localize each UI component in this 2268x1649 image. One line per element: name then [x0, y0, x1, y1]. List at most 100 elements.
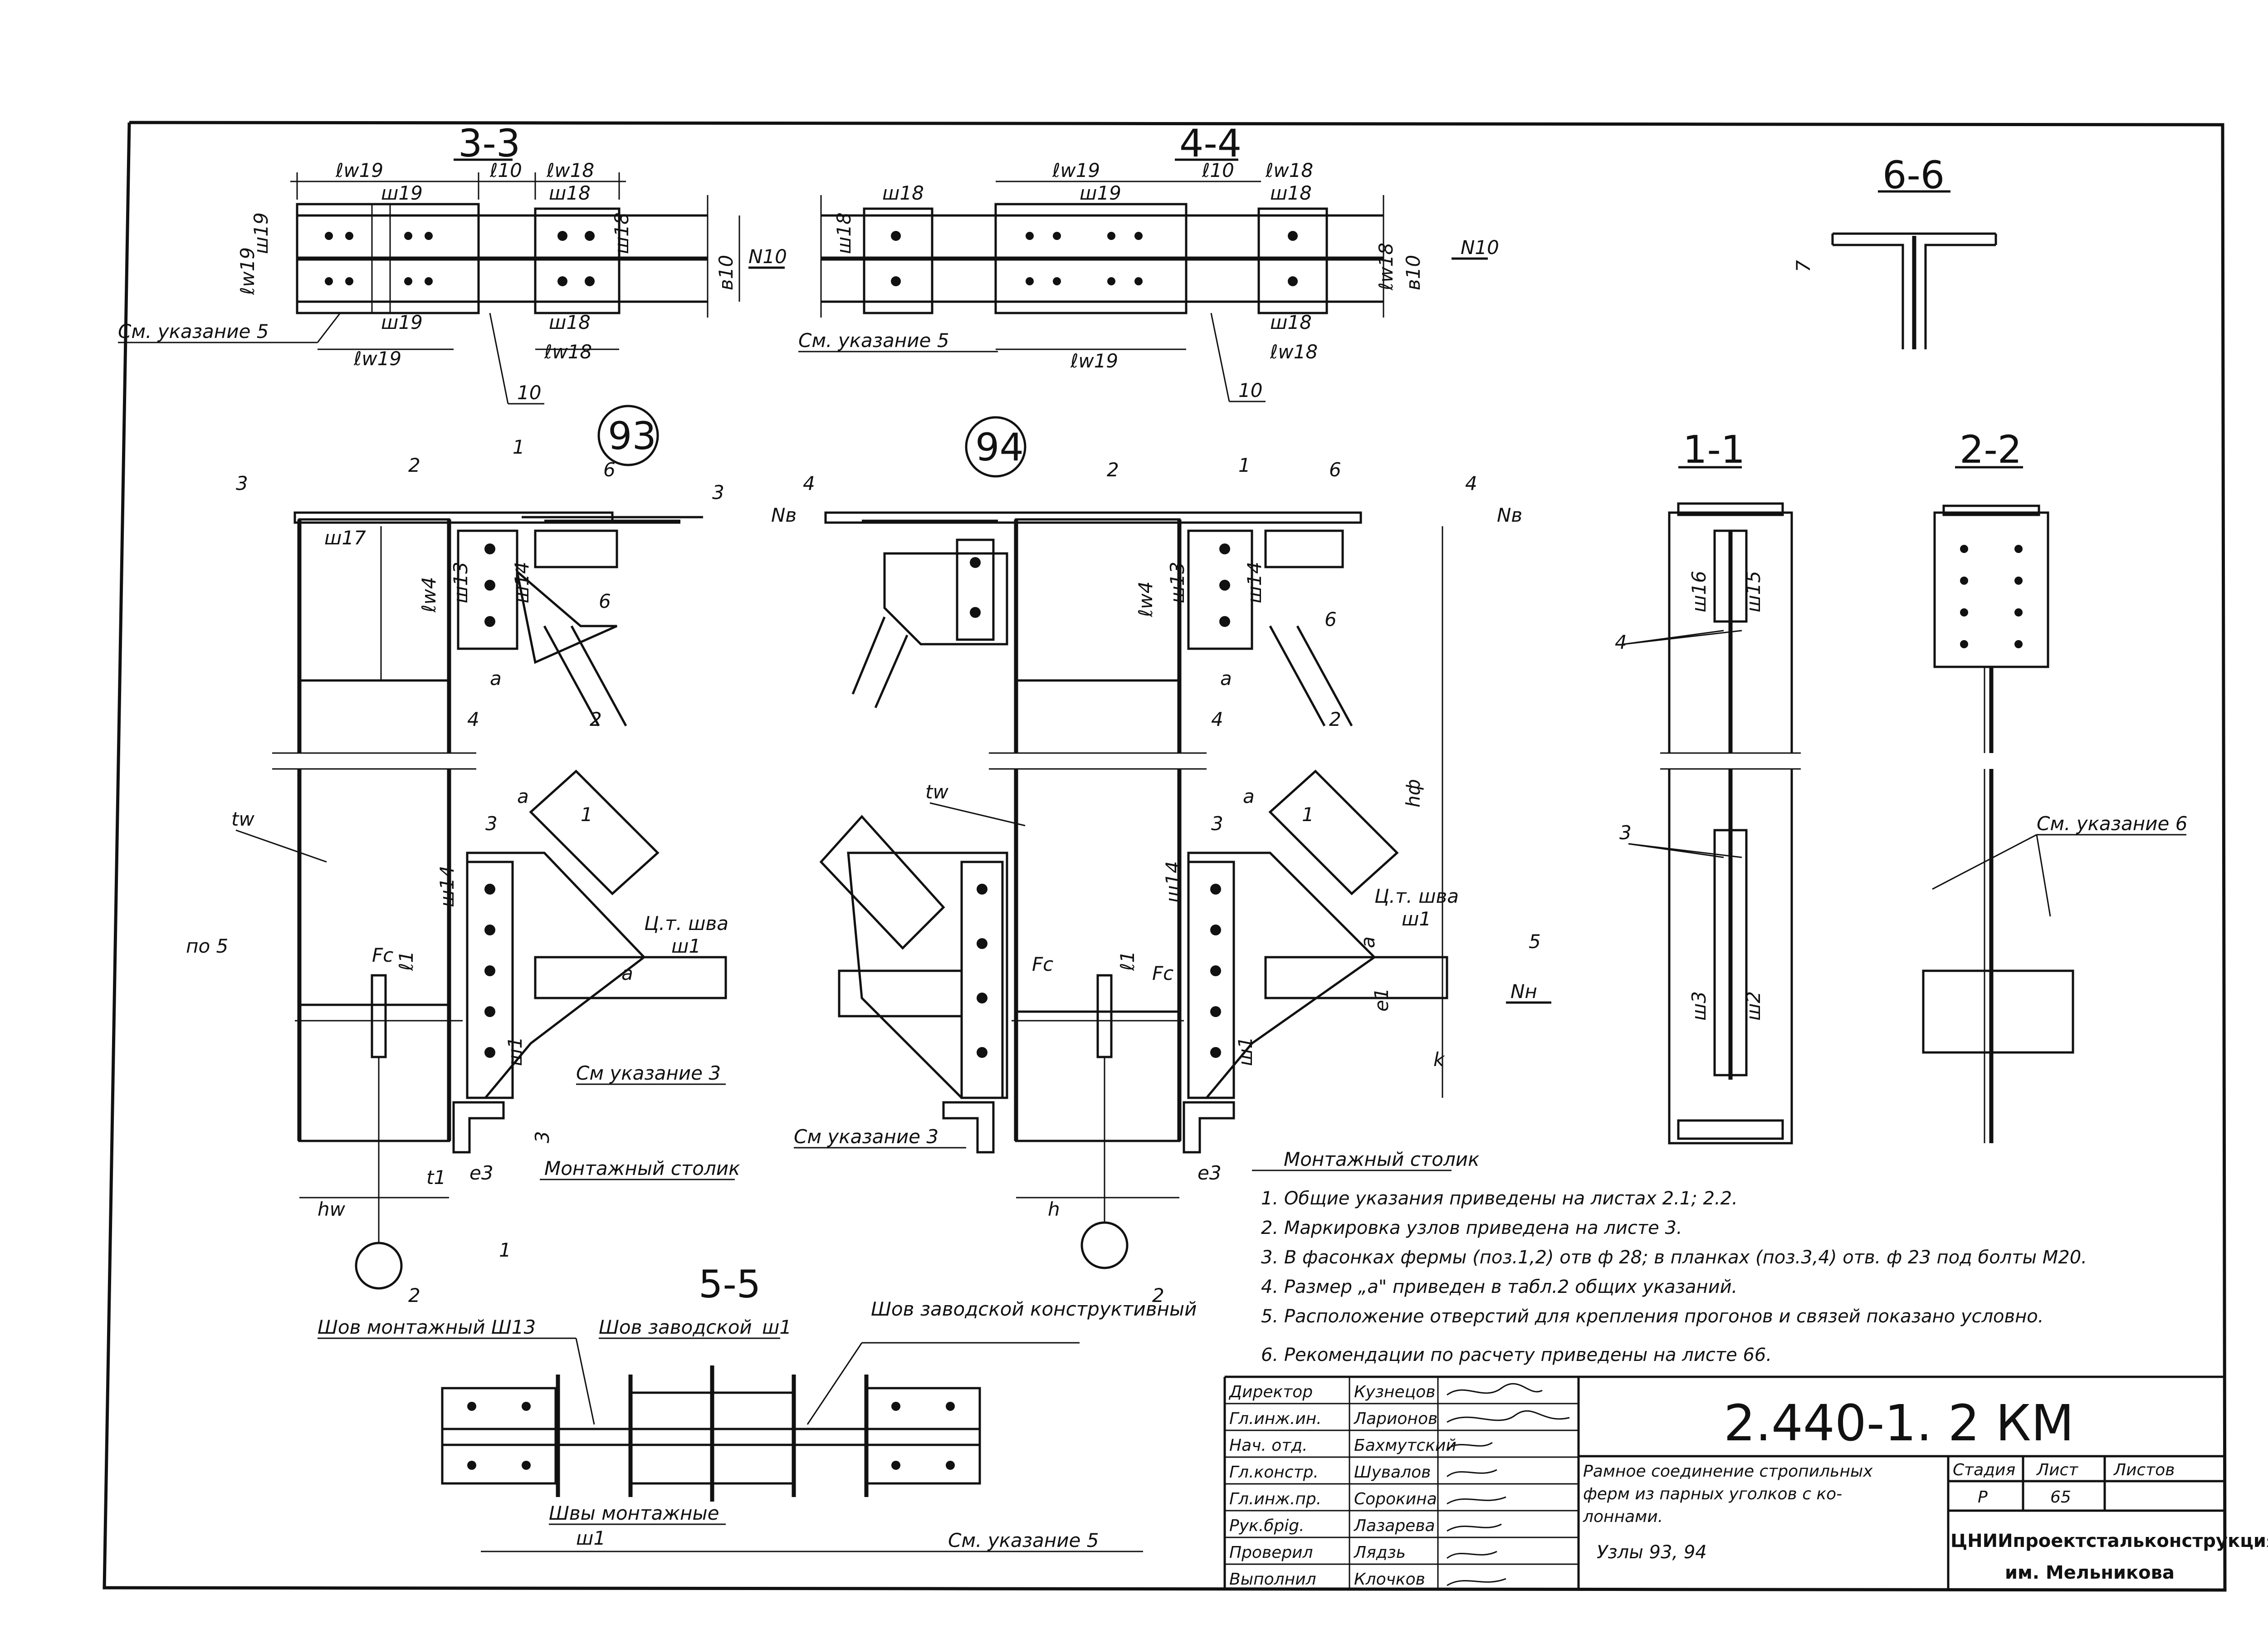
node-94: 94	[771, 416, 1551, 1306]
svg-text:в10: в10	[1402, 255, 1424, 290]
svg-text:ш15: ш15	[1742, 571, 1765, 612]
svg-text:Бахмутский: Бахмутский	[1354, 1436, 1457, 1455]
section-3-3-title: 3-3	[458, 121, 520, 166]
svg-text:Выполнил: Выполнил	[1229, 1570, 1316, 1589]
svg-text:ℓw18: ℓw18	[546, 159, 594, 181]
drawing-title-line-2: ферм из парных уголков с ко-	[1583, 1485, 1842, 1503]
organization-name: ЦНИИпроектстальконструкция	[1950, 1531, 2268, 1551]
organization-name-2: им. Мельникова	[2005, 1562, 2175, 1583]
svg-text:ℓw19: ℓw19	[353, 347, 401, 370]
svg-text:t1: t1	[426, 1166, 446, 1189]
svg-text:4: 4	[1465, 472, 1477, 494]
drawing-code: 2.440-1. 2 КМ	[1724, 1394, 2074, 1452]
section-5-5: 5-5 Шов монтажный Ш13 Шов заводской ш1 Ш…	[318, 1262, 1197, 1552]
svg-text:Проверил: Проверил	[1229, 1543, 1313, 1562]
svg-text:N10: N10	[1461, 236, 1499, 259]
svg-text:a: a	[517, 785, 529, 807]
svg-text:Лядзь: Лядзь	[1353, 1543, 1406, 1562]
svg-text:ш18: ш18	[882, 182, 924, 204]
svg-text:Лист: Лист	[2036, 1461, 2078, 1479]
svg-text:3: 3	[236, 472, 248, 494]
svg-text:См. указание 5: См. указание 5	[118, 320, 269, 343]
svg-text:2: 2	[1107, 459, 1119, 481]
svg-text:ℓw19: ℓw19	[335, 159, 383, 181]
svg-text:hw: hw	[318, 1198, 346, 1220]
svg-text:ш1: ш1	[762, 1316, 792, 1338]
svg-text:Nв: Nв	[1497, 504, 1522, 526]
svg-text:3: 3	[712, 481, 724, 504]
drawing-title-line-3: лоннами.	[1583, 1507, 1663, 1526]
general-notes: 1. Общие указания приведены на листах 2.…	[1261, 1188, 2087, 1365]
svg-text:7: 7	[1792, 260, 1814, 272]
svg-text:ш18: ш18	[549, 311, 591, 333]
svg-text:k: k	[1433, 1048, 1445, 1071]
svg-text:tw: tw	[231, 808, 254, 830]
svg-text:ш16: ш16	[1688, 571, 1710, 612]
svg-text:ш19: ш19	[381, 182, 423, 204]
svg-text:ℓw18: ℓw18	[1265, 159, 1313, 181]
section-5-5-title: 5-5	[699, 1262, 761, 1306]
svg-text:Fc: Fc	[1152, 962, 1173, 984]
svg-text:2: 2	[1152, 1284, 1164, 1306]
svg-text:ℓ10: ℓ10	[1202, 159, 1234, 181]
svg-text:6: 6	[603, 459, 616, 481]
section-4-4: 4-4 ℓw19 ℓ10 ℓw18 ш18 ш19 ш18 ш18 ℓw19 ℓ…	[798, 121, 1499, 402]
svg-text:2: 2	[408, 454, 420, 476]
section-3-3: 3-3 ℓw19 ℓ10 ℓw18 ш19 ш18 ш19 ш18 ℓw19 ℓ…	[118, 121, 787, 405]
section-4-4-title: 4-4	[1179, 121, 1242, 166]
stage-value: Р	[1978, 1488, 1988, 1507]
svg-text:Нач. отд.: Нач. отд.	[1229, 1436, 1308, 1455]
svg-text:ш19: ш19	[1080, 182, 1121, 204]
svg-text:hф: hф	[1402, 779, 1424, 807]
svg-text:4: 4	[1211, 708, 1223, 730]
svg-text:3: 3	[485, 812, 498, 835]
svg-text:Рук.брig.: Рук.брig.	[1229, 1517, 1305, 1535]
svg-text:6: 6	[1329, 459, 1341, 481]
svg-text:Шувалов: Шувалов	[1354, 1463, 1431, 1482]
svg-text:1: 1	[513, 436, 525, 458]
note-6: 6. Рекомендации по расчету приведены на …	[1261, 1345, 1772, 1365]
svg-text:4: 4	[1615, 631, 1627, 653]
svg-text:ш1: ш1	[671, 935, 701, 957]
svg-text:a: a	[1220, 667, 1232, 690]
svg-text:2: 2	[1329, 708, 1341, 730]
svg-text:ш19: ш19	[381, 311, 423, 333]
sheet-border	[103, 121, 2227, 1592]
svg-text:ш18: ш18	[611, 212, 633, 254]
svg-text:6: 6	[599, 590, 611, 612]
svg-text:ℓ1: ℓ1	[395, 951, 417, 971]
svg-text:Директор: Директор	[1228, 1383, 1313, 1401]
svg-text:Fc: Fc	[372, 944, 393, 966]
svg-text:1: 1	[1302, 803, 1314, 826]
svg-text:6: 6	[1325, 608, 1337, 631]
svg-text:Nв: Nв	[771, 504, 797, 526]
svg-text:ш19: ш19	[250, 212, 272, 254]
svg-text:h: h	[1048, 1198, 1060, 1220]
svg-text:ш14: ш14	[1162, 861, 1184, 903]
svg-text:3: 3	[1211, 812, 1223, 835]
svg-text:Монтажный столик: Монтажный столик	[544, 1157, 740, 1179]
svg-text:a: a	[490, 667, 502, 690]
note-2: 2. Маркировка узлов приведена на листе 3…	[1261, 1218, 1682, 1238]
svg-text:1: 1	[499, 1239, 511, 1261]
svg-text:ш1: ш1	[1402, 908, 1431, 930]
note-3: 3. В фасонках фермы (поз.1,2) отв ф 28; …	[1261, 1247, 2087, 1268]
svg-text:ℓw18: ℓw18	[1375, 243, 1397, 291]
svg-text:Кузнецов: Кузнецов	[1354, 1383, 1435, 1401]
svg-text:ℓw18: ℓw18	[544, 341, 592, 363]
svg-text:ℓw19: ℓw19	[1070, 350, 1118, 372]
node-93: 93	[186, 405, 740, 1306]
svg-text:ш13: ш13	[450, 562, 472, 603]
sheet-number: 65	[2050, 1488, 2071, 1507]
svg-text:Nн: Nн	[1510, 980, 1537, 1003]
section-2-2: 2-2 См. указание 6	[1922, 427, 2187, 1143]
note-4: 4. Размер „a" приведен в табл.2 общих ук…	[1261, 1277, 1737, 1297]
svg-text:ш14: ш14	[436, 866, 458, 907]
svg-text:e1: e1	[1370, 988, 1393, 1012]
svg-text:ℓ10: ℓ10	[489, 159, 522, 181]
svg-text:10: 10	[1238, 379, 1262, 401]
svg-text:Гл.инж.пр.: Гл.инж.пр.	[1229, 1490, 1321, 1508]
svg-text:e3: e3	[469, 1162, 494, 1184]
svg-text:Шов заводской: Шов заводской	[599, 1316, 752, 1338]
